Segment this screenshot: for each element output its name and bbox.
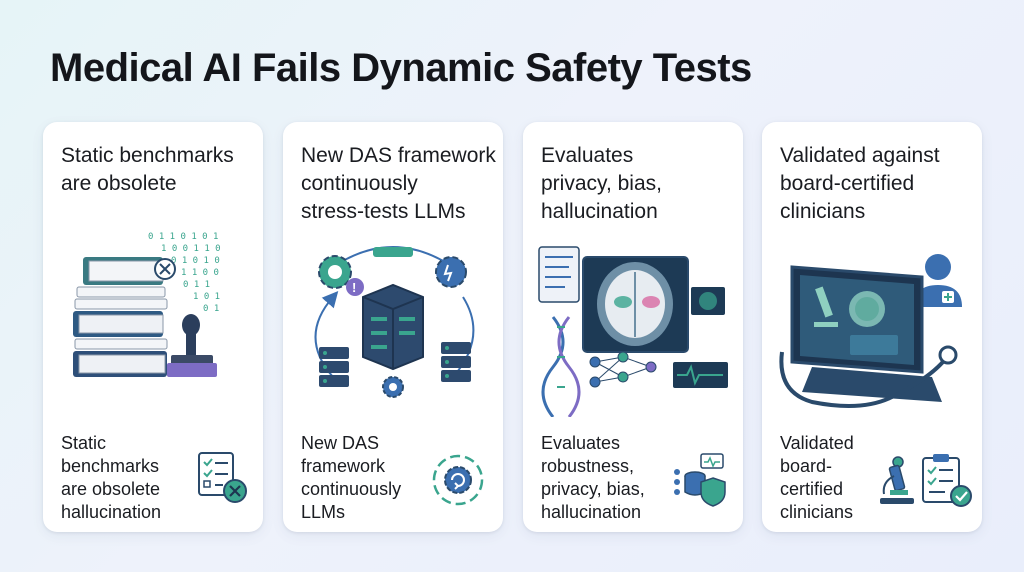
document-stack-illustration: 0 1 1 0 1 0 1 1 0 0 1 1 0 0 1 0 1 0 1 1 …: [53, 227, 253, 417]
microscope-icon: [814, 286, 838, 327]
svg-text:1 0 0 1 1 0: 1 0 0 1 1 0: [161, 244, 221, 254]
document-stack-icon: [73, 257, 168, 377]
card-validated: Validated against board-certified clinic…: [762, 122, 982, 532]
svg-text:0 1 1 0 1 0 1: 0 1 1 0 1 0 1: [148, 232, 218, 242]
svg-text:0 1 1: 0 1 1: [183, 280, 210, 290]
card-evaluates: Evaluates privacy, bias, hallucination: [523, 122, 743, 532]
stamp-icon: [167, 314, 217, 377]
gear-icon: [318, 255, 352, 289]
refresh-gear-icon: [428, 450, 488, 510]
gear-icon: [435, 256, 467, 288]
binary-code-icon: 0 1 1 0 1 0 1 1 0 0 1 1 0 0 1 0 1 0 1 1 …: [148, 232, 221, 314]
card-text: New DAS framework continuously LLMs: [301, 433, 402, 522]
database-shield-icon: [671, 450, 731, 510]
checklist-reject-icon: [193, 447, 253, 507]
svg-text:1 0 1: 1 0 1: [193, 292, 220, 302]
card-title: New DAS framework continuously stress-te…: [301, 144, 496, 223]
card-text: Validated board- certified clinicians: [780, 433, 854, 522]
brain-scan-icon: [582, 256, 689, 353]
card-text: Static benchmarks are obsolete hallucina…: [61, 433, 162, 522]
doctor-icon: [914, 254, 962, 307]
svg-text:1 1 0 0: 1 1 0 0: [181, 268, 219, 278]
svg-text:!: !: [352, 280, 356, 295]
card-title: Static benchmarks are obsolete: [61, 144, 234, 195]
card-text: Evaluates robustness, privacy, bias, hal…: [541, 433, 645, 522]
card-title: Evaluates privacy, bias, hallucination: [541, 144, 662, 223]
dna-icon: [541, 316, 581, 417]
brain-scan-illustration: [533, 227, 733, 417]
clinician-validation-illustration: [772, 227, 972, 417]
card-static-benchmarks: Static benchmarks are obsolete 0 1 1 0 1…: [43, 122, 263, 532]
svg-text:0 1: 0 1: [203, 304, 219, 314]
gear-icon: [382, 376, 404, 398]
close-icon: [154, 258, 176, 280]
card-title: Validated against board-certified clinic…: [780, 144, 940, 223]
svg-text:0 1 0 1 0: 0 1 0 1 0: [171, 256, 220, 266]
stethoscope-icon: [779, 345, 958, 408]
server-icon: [362, 283, 424, 371]
neural-network-icon: [589, 351, 657, 388]
microscope-icon: [872, 454, 932, 514]
clipboard-check-icon: [917, 450, 977, 510]
page-title: Medical AI Fails Dynamic Safety Tests: [50, 46, 752, 90]
card-das-framework: New DAS framework continuously stress-te…: [283, 122, 503, 532]
server-icon: [441, 342, 471, 382]
server-network-illustration: !: [293, 227, 493, 417]
warning-icon: !: [346, 278, 364, 296]
server-icon: [319, 347, 349, 387]
